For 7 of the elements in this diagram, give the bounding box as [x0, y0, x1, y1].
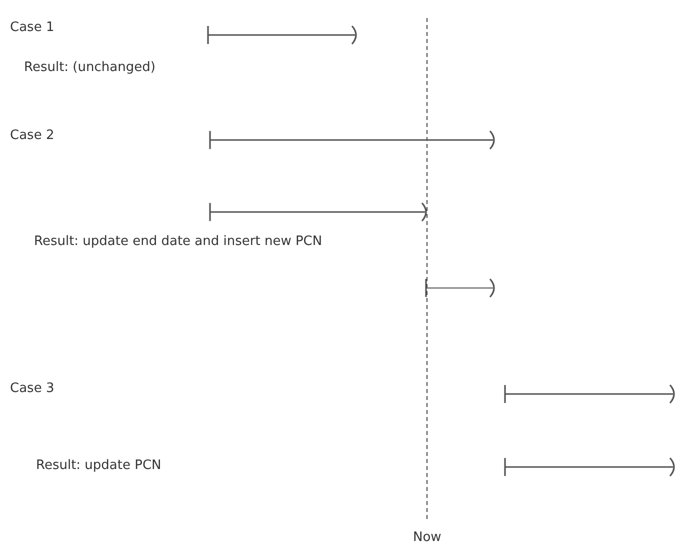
result-note: Result: update end date and insert new PCN [34, 234, 322, 250]
result-note: Result: update PCN [36, 458, 162, 474]
case-label: Case 1 [10, 20, 54, 36]
result-note: Result: (unchanged) [24, 60, 156, 76]
case-label: Case 3 [10, 381, 54, 397]
axis-label: Now [413, 530, 442, 546]
case-label: Case 2 [10, 128, 54, 144]
